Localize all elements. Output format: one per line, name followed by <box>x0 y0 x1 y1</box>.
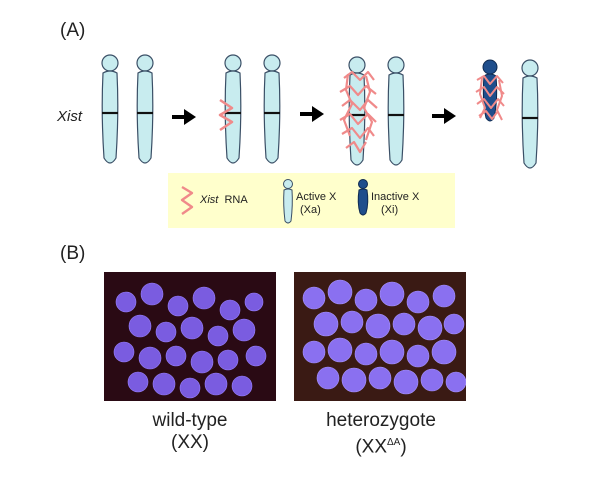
wildtype-micrograph <box>104 272 276 401</box>
stage4-active-x <box>520 58 540 170</box>
legend: Xist RNA Active X (Xa) Inactive X (Xi) <box>168 173 455 228</box>
panel-b-label: (B) <box>60 243 86 264</box>
xist-rna-coat-large <box>339 70 378 154</box>
heterozygote-caption: heterozygote (XXΔA) <box>298 410 464 458</box>
stage2-chromosome-right <box>262 53 282 165</box>
stage3-chromosome-right <box>386 55 406 167</box>
stage2-chromosome-left <box>218 53 243 165</box>
stage1-chromosome-right <box>135 53 155 165</box>
wildtype-caption: wild-type (XX) <box>110 410 270 454</box>
heterozygote-genotype: (XXΔA) <box>355 436 407 458</box>
arrow-right-icon <box>300 106 324 122</box>
stage4-inactive-x <box>475 59 505 122</box>
wildtype-name: wild-type <box>152 410 228 431</box>
xist-rna-legend-icon <box>180 185 194 215</box>
x-inactivation-diagram <box>100 53 540 170</box>
arrow-right-icon <box>172 109 196 125</box>
legend-inactive-label: Inactive X (Xi) <box>371 191 420 216</box>
heterozygote-name: heterozygote <box>326 410 436 431</box>
stage1-chromosome-left <box>100 53 120 165</box>
arrow-right-icon <box>432 108 456 124</box>
legend-xist-label: Xist RNA <box>200 194 248 206</box>
heterozygote-micrograph <box>294 272 466 401</box>
legend-active-label: Active X (Xa) <box>296 191 337 216</box>
panel-a-label: (A) <box>60 20 86 41</box>
xist-rna-coat-small <box>218 98 234 132</box>
active-x-legend-icon <box>283 179 293 224</box>
stage3-chromosome-left <box>339 55 378 167</box>
xist-gene-label: Xist <box>57 108 83 125</box>
inactive-x-legend-icon <box>357 179 369 216</box>
wildtype-genotype: (XX) <box>171 432 209 453</box>
